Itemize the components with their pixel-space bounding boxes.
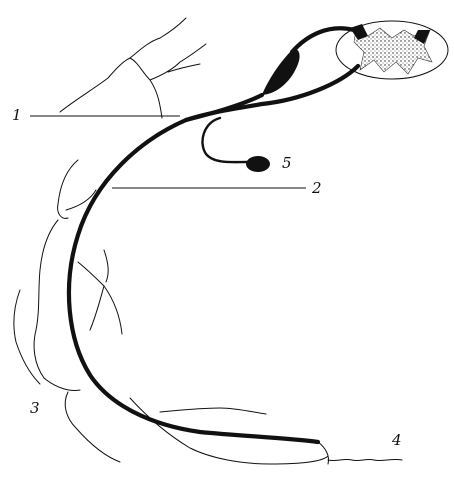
nerve-twig-2 bbox=[78, 262, 104, 286]
skin-fold-upper-3 bbox=[150, 44, 206, 80]
skin-outline-left-2 bbox=[34, 220, 58, 378]
label-3: 3 bbox=[30, 399, 40, 417]
skin-outline-bottom-2 bbox=[130, 398, 328, 464]
skin-fold-upper bbox=[60, 58, 162, 118]
peripheral-nerve-ending bbox=[328, 459, 402, 460]
nerve-twig-5 bbox=[90, 286, 104, 330]
skin-outline-bottom bbox=[65, 392, 120, 462]
label-2: 2 bbox=[311, 179, 322, 197]
dorsal-root bbox=[292, 28, 354, 52]
nerve-twig-4 bbox=[104, 286, 122, 334]
skin-outline-bottom-4 bbox=[318, 442, 329, 464]
label-5: 5 bbox=[282, 154, 292, 172]
receptor-ending bbox=[246, 156, 270, 172]
nerve-twig-3 bbox=[104, 250, 108, 282]
label-1: 1 bbox=[12, 106, 22, 124]
skin-outline-bottom-3 bbox=[160, 408, 266, 414]
skin-outline-left-4 bbox=[44, 378, 80, 391]
receptor-branch bbox=[202, 118, 248, 162]
spinal-ganglion bbox=[262, 49, 300, 95]
skin-fold-upper-2 bbox=[130, 18, 186, 58]
skin-outline-left-3 bbox=[14, 290, 40, 384]
label-4: 4 bbox=[391, 431, 402, 449]
